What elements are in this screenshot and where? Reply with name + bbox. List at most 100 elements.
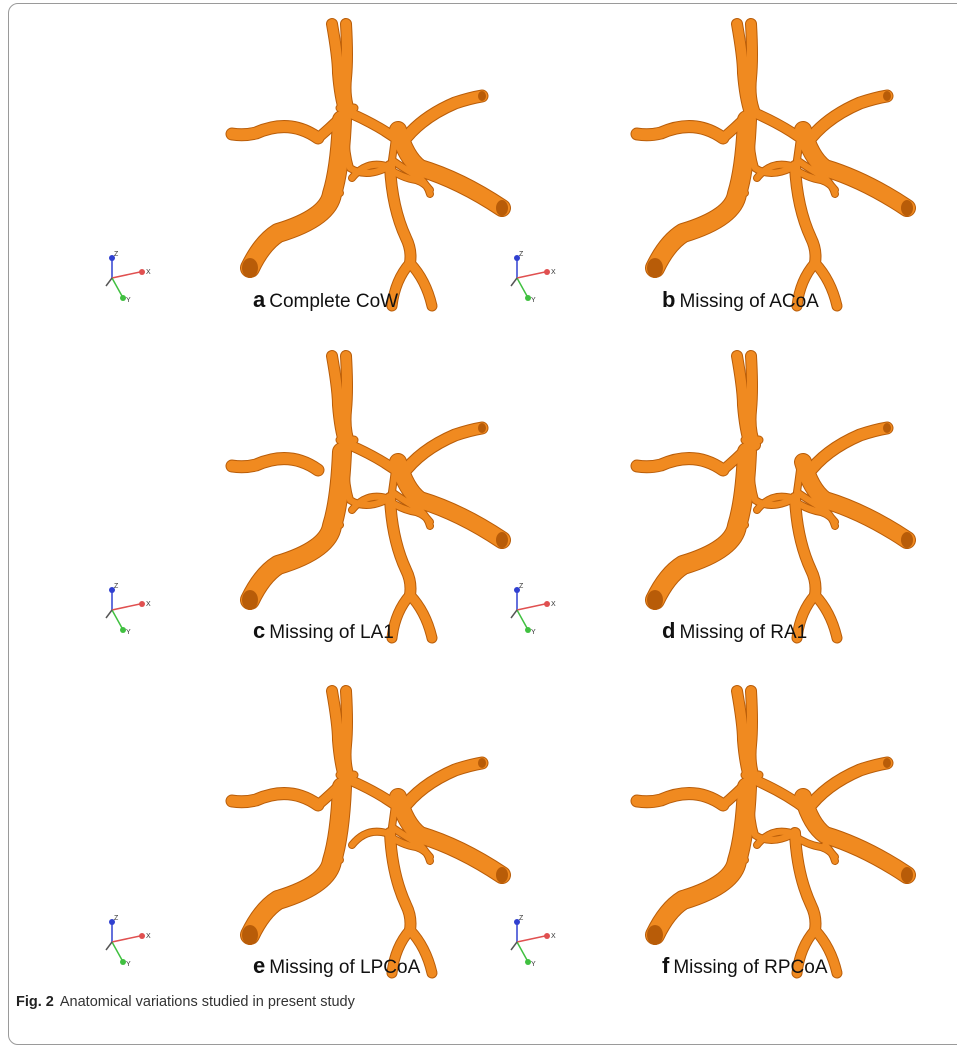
axes-triad-icon: Z X Y: [505, 580, 565, 635]
right-mca-end-cap: [478, 758, 486, 768]
axes-triad-icon: Z X Y: [100, 912, 160, 967]
right-ica-end-cap: [901, 867, 913, 883]
x-axis: [112, 272, 140, 278]
x-axis-head: [544, 601, 550, 607]
right-ica-end-cap: [496, 532, 508, 548]
right-ica: [803, 130, 907, 208]
z-axis-label: Z: [519, 915, 524, 922]
panel-title: Missing of RA1: [679, 622, 807, 643]
z-axis-label: Z: [114, 583, 119, 590]
right-aca-distal: [346, 356, 351, 445]
left-ica-end-cap: [647, 925, 663, 945]
figure-caption: Fig. 2 Anatomical variations studied in p…: [16, 994, 355, 1010]
circle-of-willis-model: [575, 18, 957, 308]
axes-triad-icon: Z X Y: [100, 248, 160, 303]
right-ica: [398, 797, 502, 875]
z-axis-label: Z: [519, 583, 524, 590]
right-mca-end-cap: [883, 91, 891, 101]
axes-triad-icon: Z X Y: [505, 912, 565, 967]
panel-letter: c: [253, 618, 265, 643]
right-ica: [803, 797, 907, 875]
panel-label-f: fMissing of RPCoA: [662, 953, 828, 979]
y-axis-label: Y: [126, 629, 131, 635]
left-ica: [250, 787, 342, 935]
neg-axis: [106, 942, 112, 950]
y-axis-label: Y: [126, 297, 131, 303]
figure-caption-text: Anatomical variations studied in present…: [60, 994, 355, 1010]
x-axis-head: [139, 933, 145, 939]
x-axis-label: X: [146, 601, 151, 608]
right-aca-distal: [751, 691, 756, 780]
x-axis-label: X: [146, 933, 151, 940]
left-ica-end-cap: [647, 590, 663, 610]
right-mca-end-cap: [883, 758, 891, 768]
right-mca-end-cap: [883, 423, 891, 433]
left-ica: [655, 787, 747, 935]
left-ica-end-cap: [242, 258, 258, 278]
panel-letter: e: [253, 953, 265, 978]
axes-triad-icon: Z X Y: [100, 580, 160, 635]
left-ica-end-cap: [242, 925, 258, 945]
x-axis-head: [544, 933, 550, 939]
z-axis-label: Z: [114, 251, 119, 258]
right-vertebral: [815, 595, 837, 638]
right-ica-end-cap: [496, 200, 508, 216]
left-ica: [250, 120, 342, 268]
x-axis-head: [139, 269, 145, 275]
x-axis: [112, 604, 140, 610]
y-axis: [112, 610, 122, 628]
left-ica: [655, 120, 747, 268]
right-mca: [807, 96, 887, 143]
panel-title: Complete CoW: [269, 291, 398, 312]
right-ica-end-cap: [901, 532, 913, 548]
y-axis-label: Y: [531, 297, 536, 303]
y-axis-label: Y: [531, 629, 536, 635]
right-aca-distal: [346, 691, 351, 780]
axes-triad-icon: ZXY: [505, 248, 565, 303]
right-ica-end-cap: [901, 200, 913, 216]
z-axis-label: Z: [114, 915, 119, 922]
right-vertebral: [410, 595, 432, 638]
right-vertebral: [410, 263, 432, 306]
x-axis-label: X: [146, 269, 151, 276]
x-axis-label: X: [551, 933, 556, 940]
right-aca-distal: [346, 24, 351, 113]
z-axis-label: Z: [519, 251, 524, 258]
x-axis-head: [139, 601, 145, 607]
circle-of-willis-model: [575, 350, 957, 640]
panel-label-b: bMissing of ACoA: [662, 287, 819, 313]
panel-label-a: aComplete CoW: [253, 287, 398, 313]
right-ica: [398, 130, 502, 208]
y-axis: [112, 942, 122, 960]
figure-caption-label: Fig. 2: [16, 994, 54, 1010]
panel-letter: d: [662, 618, 675, 643]
y-axis-label: Y: [126, 961, 131, 967]
panel-letter: b: [662, 287, 675, 312]
y-axis: [517, 942, 527, 960]
right-mca: [402, 763, 482, 810]
right-ica: [398, 462, 502, 540]
right-ica: [803, 462, 907, 540]
x-axis-label: X: [551, 601, 556, 608]
panel-letter: f: [662, 953, 669, 978]
panel-label-d: dMissing of RA1: [662, 618, 807, 644]
right-aca-distal: [751, 24, 756, 113]
circle-of-willis-model: [575, 685, 957, 975]
x-axis: [517, 936, 545, 942]
neg-axis: [511, 278, 517, 286]
x-axis: [112, 936, 140, 942]
right-mca: [402, 428, 482, 475]
x-axis-head: [544, 269, 550, 275]
x-axis: [517, 272, 545, 278]
left-vertebral: [392, 595, 410, 638]
right-mca: [402, 96, 482, 143]
panel-letter: a: [253, 287, 265, 312]
panel-title: Missing of ACoA: [679, 291, 818, 312]
right-aca-distal: [751, 356, 756, 445]
right-mca-end-cap: [478, 423, 486, 433]
y-axis: [517, 278, 527, 296]
x-axis: [517, 604, 545, 610]
panel-label-e: eMissing of LPCoA: [253, 953, 420, 979]
y-axis-label: Y: [531, 961, 536, 967]
panel-label-c: cMissing of LA1: [253, 618, 394, 644]
